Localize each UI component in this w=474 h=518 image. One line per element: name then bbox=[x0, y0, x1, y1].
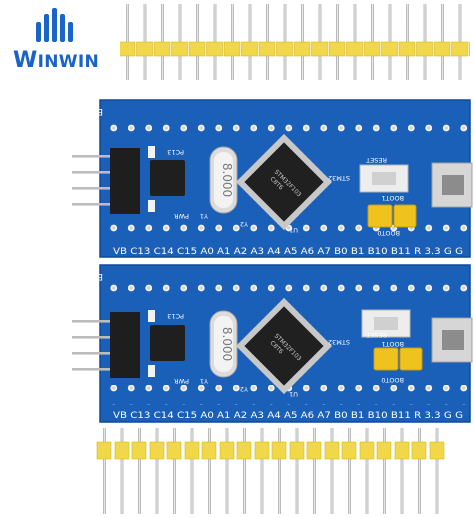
svg-text:8.000: 8.000 bbox=[220, 327, 234, 361]
y1-label-1: Y1 bbox=[200, 212, 209, 220]
swd-header-1 bbox=[72, 148, 140, 214]
brand-logo-text: WINWIN bbox=[13, 48, 99, 73]
mcu-label-2: STM32 bbox=[328, 338, 350, 346]
boot-jumpers-2 bbox=[373, 347, 423, 371]
brand-logo: WINWIN bbox=[6, 4, 106, 80]
pcb-board-1: B12 B13 B14 B15 A8 A9 A10 A11 A12 A15 B3… bbox=[0, 99, 473, 258]
pin-labels-bottom-2: VB C13 C14 C15 A0 A1 A2 A3 A4 A5 A6 A7 B… bbox=[113, 411, 463, 421]
micro-usb-port-2 bbox=[431, 317, 473, 363]
boot1-label-1: BOOT1 bbox=[381, 194, 404, 202]
reset-button-2 bbox=[361, 309, 411, 338]
led-pwr-1 bbox=[148, 200, 155, 212]
reset-label-1: RESET bbox=[366, 156, 387, 164]
svg-text:8.000: 8.000 bbox=[220, 163, 234, 197]
pc13-label-2: PC13 bbox=[167, 312, 184, 320]
y2-label-2: Y2 bbox=[240, 385, 249, 393]
u1-label-2: U1 bbox=[289, 390, 298, 398]
u1-label-1: U1 bbox=[289, 226, 298, 234]
led-pwr-2 bbox=[148, 365, 155, 377]
boot1-label-2: BOOT1 bbox=[381, 340, 404, 348]
pwr-label-1: PWR bbox=[174, 212, 189, 220]
pc13-label-1: PC13 bbox=[167, 148, 184, 156]
swd-header-2 bbox=[72, 312, 140, 378]
reset-label-2: RESET bbox=[366, 331, 387, 339]
reset-button-1 bbox=[359, 164, 409, 193]
led-pc13-1 bbox=[148, 146, 155, 158]
crystal-2: 8.000 bbox=[209, 310, 238, 378]
pin-header-bottom bbox=[96, 428, 448, 514]
regulator-1 bbox=[150, 160, 185, 196]
mcu-label-1: STM32 bbox=[328, 174, 350, 182]
pin-labels-top-2: B12 B13 B14 B15 A8 A9 A10 A11 A12 A15 B3… bbox=[0, 271, 103, 281]
y1-label-2: Y1 bbox=[200, 377, 209, 385]
led-pc13-2 bbox=[148, 310, 155, 322]
micro-usb-port-1 bbox=[431, 162, 473, 208]
pin-labels-bottom-1: VB C13 C14 C15 A0 A1 A2 A3 A4 A5 A6 A7 B… bbox=[113, 247, 463, 257]
y2-label-1: Y2 bbox=[240, 220, 249, 228]
boot0-label-2: BOOT0 bbox=[381, 376, 404, 384]
mcu-chip-1: STM32F103 C8T6 bbox=[235, 133, 333, 231]
wifi-signal-icon bbox=[36, 8, 73, 42]
pin-labels-top-1: B12 B13 B14 B15 A8 A9 A10 A11 A12 A15 B3… bbox=[0, 106, 103, 116]
boot-jumpers-1 bbox=[367, 204, 417, 228]
mcu-chip-2: STM32F103 C8T6 bbox=[235, 297, 333, 395]
pwr-label-2: PWR bbox=[174, 377, 189, 385]
boot0-label-1: BOOT0 bbox=[377, 229, 400, 237]
pcb-board-2: B12 B13 B14 B15 A8 A9 A10 A11 A12 A15 B3… bbox=[0, 264, 473, 423]
regulator-2 bbox=[150, 325, 185, 361]
pin-header-top bbox=[120, 4, 470, 84]
crystal-1: 8.000 bbox=[209, 146, 238, 214]
